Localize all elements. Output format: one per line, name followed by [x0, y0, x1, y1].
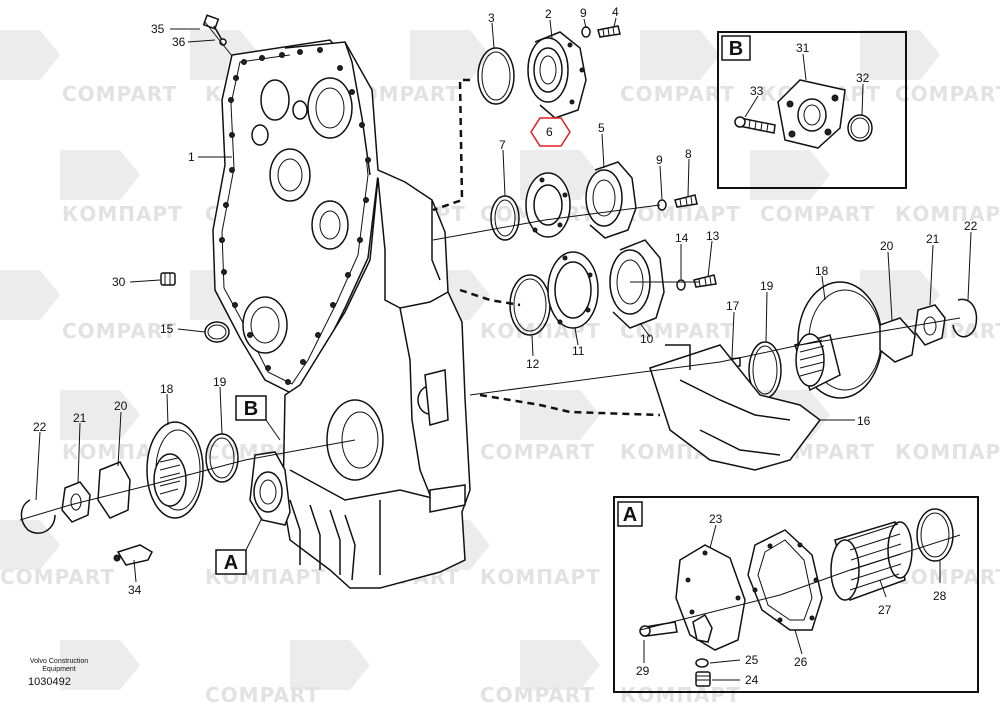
watermark-text: COMPART [62, 319, 177, 343]
watermark-text: COMPART [760, 202, 875, 226]
callout-17: 17 [726, 299, 740, 313]
seal-stack-upper [477, 25, 621, 119]
callout-23: 23 [709, 512, 723, 526]
callout-leaders [35, 17, 972, 681]
flange-bolt-holes [219, 47, 371, 385]
callout-19a: 19 [760, 279, 774, 293]
plug-30 [160, 272, 176, 286]
manufacturer-label: Volvo Construction Equipment [29, 658, 89, 673]
watermark-text: КОМПАРТ [62, 202, 183, 226]
watermark-text: COMPART [480, 440, 595, 464]
callout-15: 15 [160, 322, 174, 336]
callout-8: 8 [685, 147, 692, 161]
callout-24: 24 [745, 673, 759, 687]
callout-21b: 21 [73, 411, 87, 425]
callout-26: 26 [794, 655, 808, 669]
watermark-text: КОМПАРТ [895, 202, 1000, 226]
callout-19b: 19 [213, 375, 227, 389]
callout-32: 32 [856, 71, 870, 85]
highlight-hexagon [530, 117, 571, 147]
callout-28: 28 [933, 589, 947, 603]
callout-6: 6 [546, 125, 553, 139]
callout-10: 10 [640, 332, 654, 346]
callout-13: 13 [706, 229, 720, 243]
view-label-a-main: A [215, 517, 263, 575]
watermark-text: COMPART [205, 683, 320, 706]
svg-text:B: B [244, 398, 258, 420]
detail-b-label: B [729, 38, 743, 60]
callout-22a: 22 [964, 219, 978, 233]
view-label-b-main: B [235, 395, 281, 441]
callout-4: 4 [612, 5, 619, 19]
callout-20a: 20 [880, 239, 894, 253]
callout-1: 1 [188, 150, 195, 164]
watermark-text: КОМПАРТ [620, 683, 741, 706]
callout-20b: 20 [114, 399, 128, 413]
callout-18b: 18 [160, 382, 174, 396]
svg-text:A: A [224, 552, 238, 574]
guard-16 [649, 344, 822, 471]
callout-33: 33 [750, 84, 764, 98]
drawing-number: 1030492 [28, 676, 71, 688]
callout-11: 11 [572, 344, 585, 358]
callout-31: 31 [796, 41, 810, 55]
callout-30: 30 [112, 275, 126, 289]
front-cover-plate [249, 451, 291, 526]
watermark-text: КОМПАРТ [895, 440, 1000, 464]
watermark-text: COMPART [480, 683, 595, 706]
callout-numbers: 35 36 1 30 15 3 2 9 4 7 6 5 9 8 14 13 12… [33, 5, 978, 687]
o-ring-15 [204, 321, 230, 343]
callout-25: 25 [745, 653, 759, 667]
detail-box-a: A [613, 496, 979, 693]
callout-21a: 21 [926, 232, 940, 246]
callout-12: 12 [526, 357, 540, 371]
watermark-text: COMPART [895, 565, 1000, 589]
callout-18a: 18 [815, 264, 829, 278]
callout-16: 16 [857, 414, 871, 428]
callout-22b: 22 [33, 420, 47, 434]
callout-9b: 9 [656, 153, 663, 167]
callout-14: 14 [675, 231, 689, 245]
callout-36: 36 [172, 35, 186, 49]
callout-3: 3 [488, 11, 495, 25]
watermark-text: КОМПАРТ [480, 565, 601, 589]
output-flange-left [20, 421, 239, 566]
callout-7: 7 [499, 138, 506, 152]
seal-stack-middle [490, 161, 698, 241]
assembly-dash-lines [19, 21, 961, 521]
callout-2: 2 [545, 7, 552, 21]
output-flange-right [719, 281, 978, 399]
callout-5: 5 [598, 121, 605, 135]
seal-stack-lower [509, 239, 717, 336]
watermark-text: COMPART [620, 82, 735, 106]
watermark-text: COMPART [0, 565, 115, 589]
transmission-housing [212, 39, 471, 589]
callout-27: 27 [878, 603, 892, 617]
watermark-text: COMPART [895, 82, 1000, 106]
detail-a-label: A [623, 504, 637, 526]
watermark-text: COMPART [62, 82, 177, 106]
callout-35: 35 [151, 22, 165, 36]
callout-34: 34 [128, 583, 142, 597]
detail-box-b: B [717, 31, 907, 189]
callout-9a: 9 [580, 6, 587, 20]
callout-29: 29 [636, 664, 650, 678]
